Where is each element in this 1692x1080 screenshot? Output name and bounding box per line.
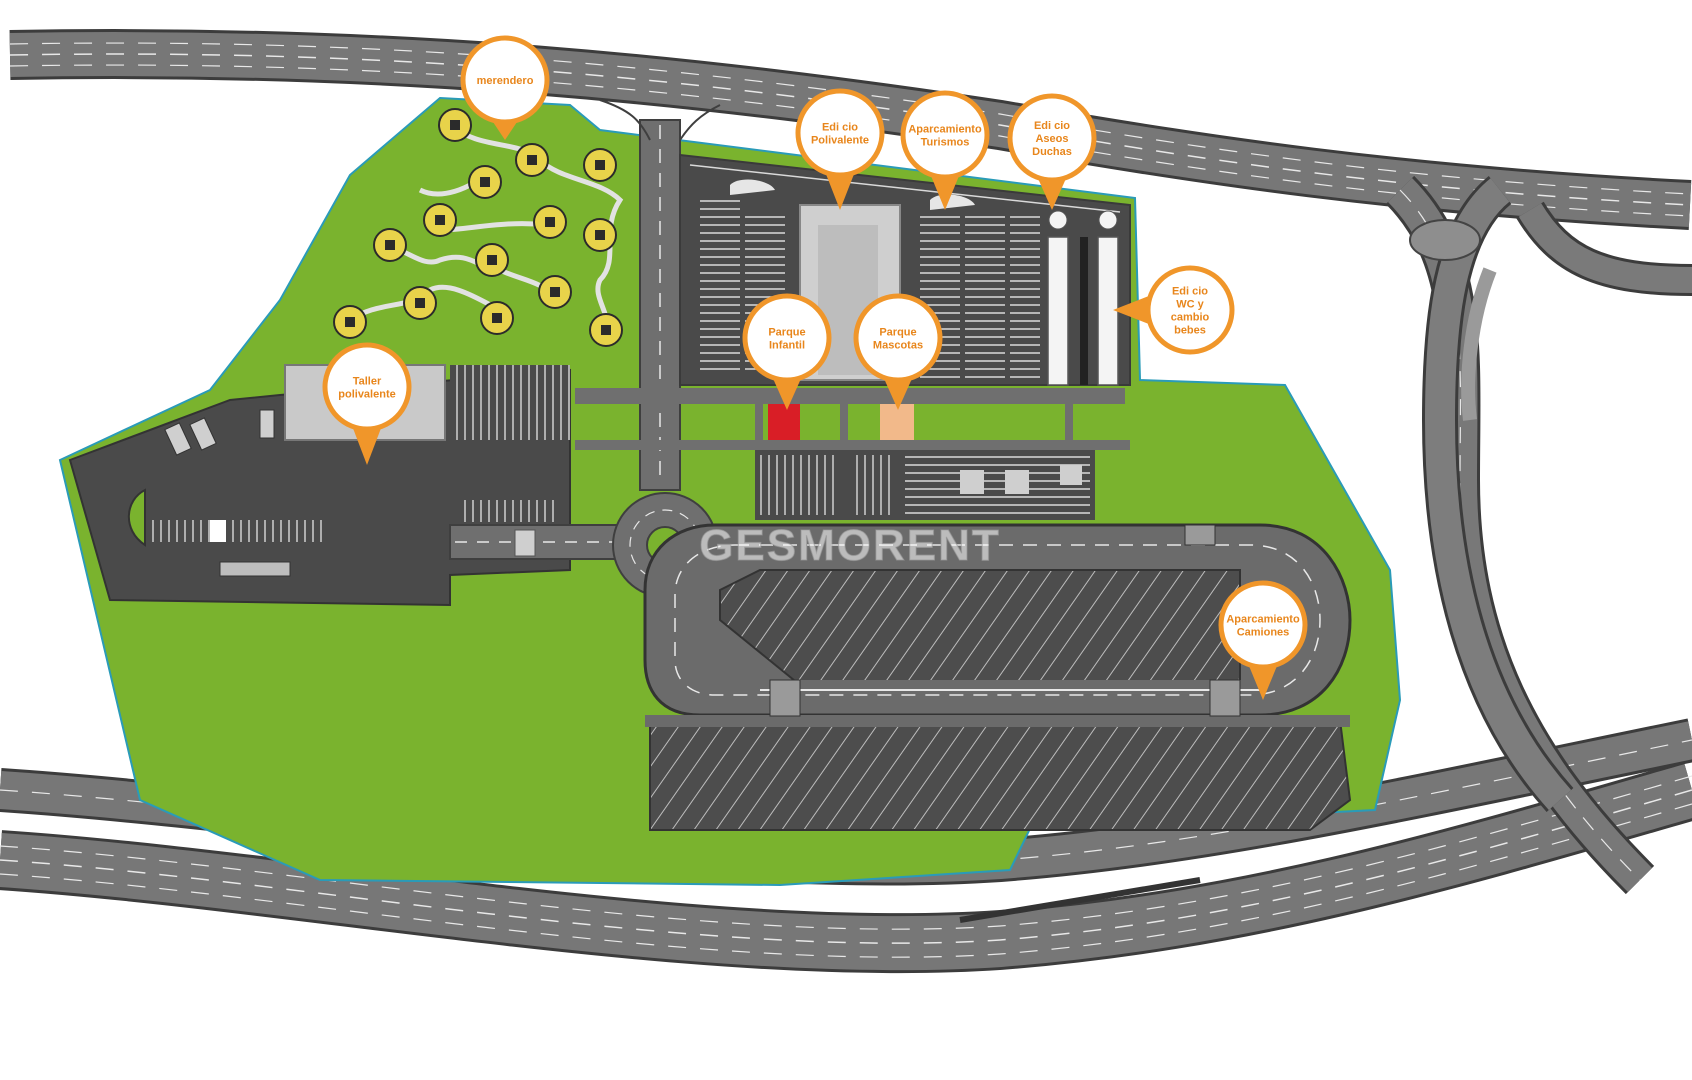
marker-label-line: Infantil [769, 340, 805, 352]
marker-circle [900, 90, 990, 180]
marker-label-line: Mascotas [873, 340, 923, 352]
marker-label-line: Parque [879, 327, 916, 339]
marker-circle [1218, 580, 1308, 670]
marker-circle [795, 88, 885, 178]
marker-label-line: WC y [1176, 299, 1204, 311]
marker-label-line: polivalente [338, 389, 395, 401]
marker-label-line: bebes [1174, 325, 1206, 337]
map-pin-icon [1247, 661, 1279, 700]
marker-label-line: Aparcamiento [1226, 614, 1300, 626]
marker-label-line: Duchas [1032, 146, 1072, 158]
marker-label-line: Edi cio [1034, 120, 1070, 132]
marker-label-line: merendero [477, 75, 534, 87]
marker-label-line: Edi cio [822, 122, 858, 134]
pet-park-area [880, 404, 914, 440]
middle-parking [755, 450, 1095, 520]
marker-label-line: Turismos [921, 137, 970, 149]
marker-label-line: Edi cio [1172, 286, 1208, 298]
restroom-buildings [1047, 210, 1119, 386]
map-marker-merendero[interactable]: merendero [460, 35, 550, 140]
marker-label-line: Aseos [1035, 133, 1068, 145]
map-pin-icon [771, 374, 803, 410]
marker-circle [1007, 93, 1097, 183]
marker-circle [460, 35, 550, 125]
truck-parking [643, 523, 1352, 831]
interchange-ramps [1385, 175, 1692, 895]
marker-label-line: Parque [768, 327, 805, 339]
marker-circle [1145, 265, 1235, 355]
picnic-area [333, 108, 624, 347]
marker-label-line: Camiones [1237, 627, 1290, 639]
map-pin-icon [824, 169, 856, 210]
playground-area [768, 404, 800, 440]
map-pin-icon [929, 171, 961, 210]
marker-circle [742, 293, 832, 383]
marker-label-line: Taller [353, 376, 382, 388]
marker-circle [853, 293, 943, 383]
marker-circle [322, 342, 412, 432]
marker-label-line: Aparcamiento [908, 124, 982, 136]
map-pin-icon [882, 374, 914, 410]
map-pin-icon [1036, 174, 1068, 210]
marker-label-line: Polivalente [811, 135, 869, 147]
map-pin-icon [1113, 294, 1154, 326]
workshop-area [68, 364, 571, 607]
map-pin-icon [351, 423, 383, 465]
watermark-text: GESMORENT [699, 521, 1001, 570]
marker-label-line: cambio [1171, 312, 1210, 324]
access-road [599, 99, 721, 491]
central-walkway [575, 388, 1130, 450]
